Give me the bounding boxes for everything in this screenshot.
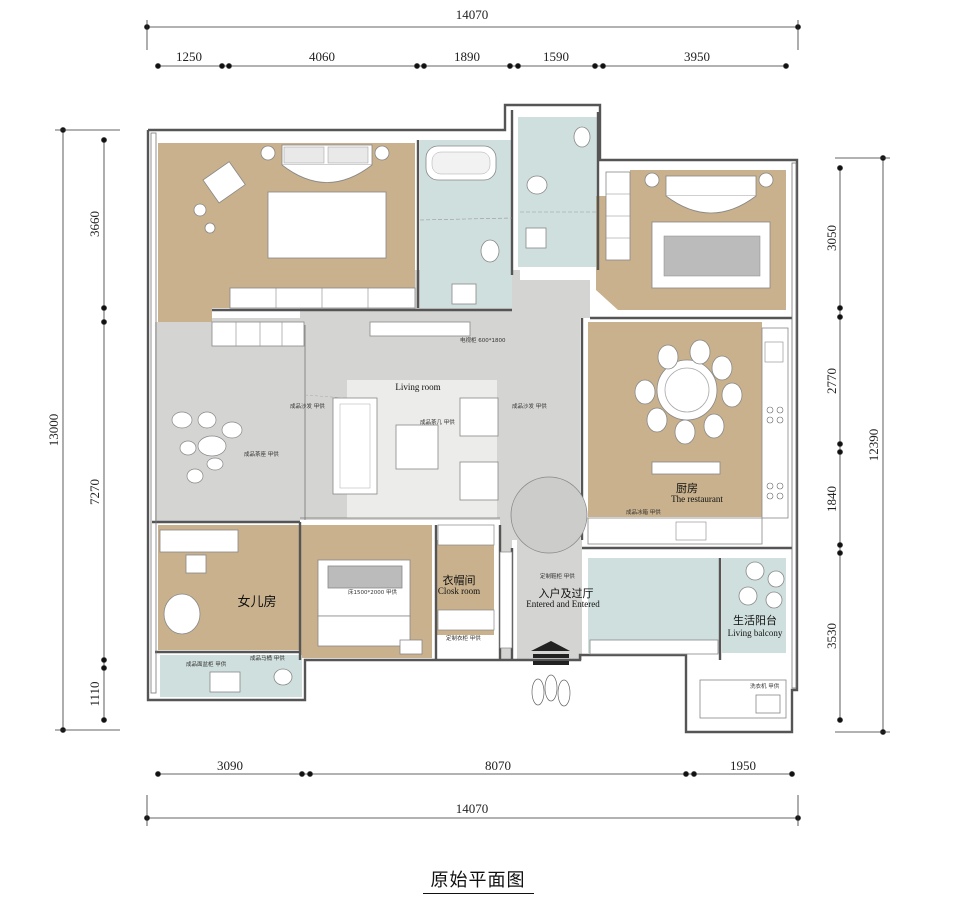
- dim-bottom-seg: 8070: [485, 758, 511, 773]
- dim-right-total: 12390: [866, 429, 881, 462]
- label-living-room: Living room: [395, 382, 440, 392]
- note-wardrobe: 定制衣柜 甲供: [446, 634, 481, 642]
- dim-top-seg: 4060: [309, 49, 335, 64]
- note-tv: 电视柜 600*1800: [460, 336, 506, 344]
- daughter-bath-fixtures: [209, 668, 293, 693]
- closet-shelves: [437, 524, 513, 649]
- dim-top-seg: 1890: [454, 49, 480, 64]
- note-toilet: 成品马桶 甲供: [250, 654, 285, 662]
- dim-bottom-seg: 3090: [217, 758, 243, 773]
- label-closet-en: Closk room: [438, 586, 480, 596]
- dim-top-seg: 1590: [543, 49, 569, 64]
- label-entrance: 入户及过厅: [539, 586, 594, 600]
- entry-stairs: [531, 641, 570, 665]
- living-room-furniture: [304, 321, 499, 501]
- dim-left-total: 13000: [46, 414, 61, 447]
- label-balcony: 生活阳台: [733, 613, 777, 627]
- plan-title-wrap: 原始平面图: [0, 866, 956, 894]
- dim-right-seg: 1840: [824, 486, 839, 512]
- note-bed: 床1500*2000 甲供: [348, 588, 397, 596]
- second-bedroom-furniture: [605, 171, 774, 289]
- plan-title: 原始平面图: [422, 870, 534, 894]
- note-washbasin: 成品面盆柜 甲供: [186, 660, 227, 668]
- small-bath-fixtures: [520, 126, 596, 249]
- dim-right-seg: 2770: [824, 368, 839, 394]
- daughter-room-furniture: [159, 529, 423, 655]
- dim-left-seg: 3660: [87, 211, 102, 237]
- tea-set: [171, 411, 243, 484]
- dim-left-seg: 7270: [87, 479, 102, 505]
- kitchen-counter: [587, 327, 789, 545]
- entrance-round: [510, 476, 588, 554]
- dimension-lines: [55, 20, 890, 826]
- label-daughter-room: 女儿房: [237, 594, 276, 610]
- note-washer: 洗衣机 甲供: [750, 682, 780, 690]
- note-fridge: 成品冰箱 甲供: [626, 508, 661, 516]
- note-shoe-cabinet: 定制鞋柜 甲供: [540, 572, 575, 580]
- dim-right-seg: 3530: [824, 623, 839, 649]
- note-tea-set: 成品茶座 甲供: [244, 450, 279, 458]
- label-closet: 衣帽间: [443, 573, 476, 587]
- dining-set: [634, 339, 743, 475]
- note-sofa-right: 成品沙发 甲供: [512, 402, 547, 410]
- dim-bottom-seg: 1950: [730, 758, 756, 773]
- dim-top-seg: 1250: [176, 49, 202, 64]
- master-bed: [193, 144, 416, 347]
- note-coffee-table: 成品茶几 甲供: [420, 418, 455, 426]
- dim-top-seg: 3950: [684, 49, 710, 64]
- dim-bottom-total: 14070: [456, 801, 489, 816]
- label-restaurant: The restaurant: [671, 494, 723, 504]
- label-kitchen: 厨房: [676, 482, 698, 495]
- wall-details: [150, 132, 797, 694]
- label-balcony-en: Living balcony: [728, 628, 783, 638]
- master-bath-fixtures: [419, 145, 513, 305]
- dim-right-seg: 3050: [824, 225, 839, 251]
- entry-shoes: [531, 674, 571, 707]
- note-sofa-left: 成品沙发 甲供: [290, 402, 325, 410]
- label-entrance-en: Entered and Entered: [526, 599, 600, 609]
- dim-left-seg: 1110: [87, 681, 102, 706]
- dim-top-total: 14070: [456, 7, 489, 22]
- balcony-fixtures: [589, 561, 787, 719]
